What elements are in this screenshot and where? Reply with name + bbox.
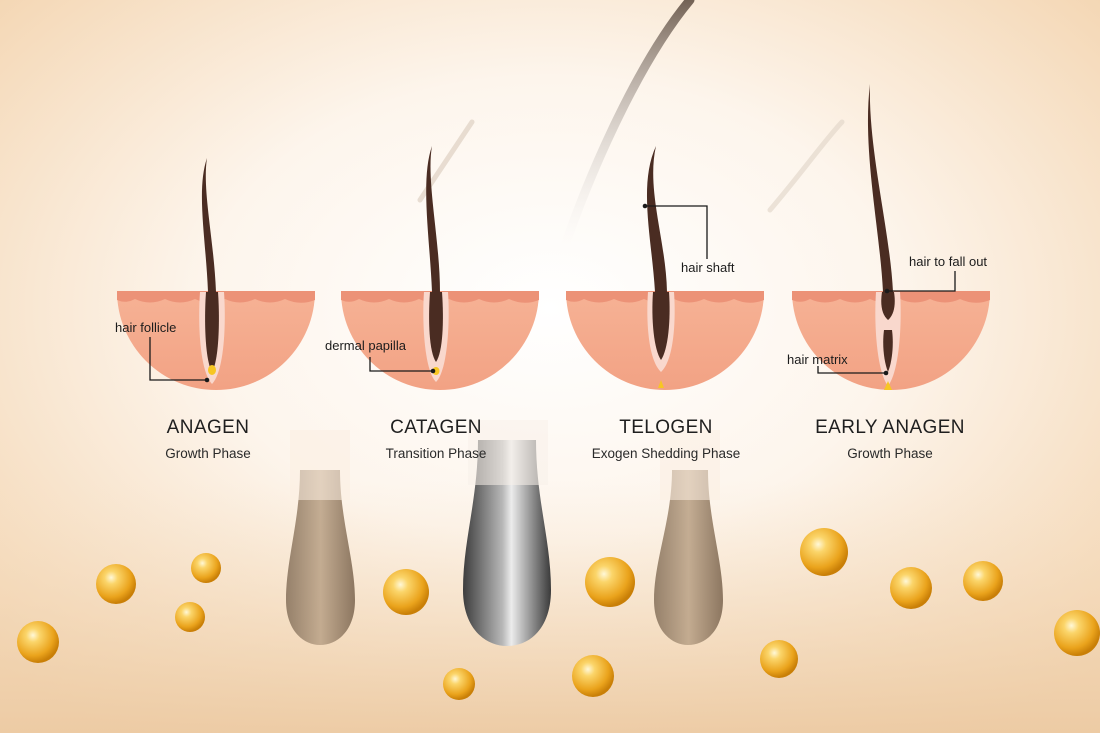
phase-title-early-anagen: EARLY ANAGEN — [815, 417, 965, 438]
follicle-anagen — [117, 158, 315, 390]
bulb-left — [286, 430, 355, 645]
bg-hair-strand — [417, 119, 475, 203]
bulb-center — [463, 420, 551, 646]
phase-title-telogen: TELOGEN — [619, 417, 713, 438]
callout-leaders — [149, 203, 956, 383]
follicle-catagen — [341, 146, 539, 390]
phase-subtitle-anagen: Growth Phase — [165, 446, 251, 461]
floor-shading — [0, 480, 1100, 733]
label-hair-shaft: hair shaft — [681, 260, 735, 275]
phase-subtitle-telogen: Exogen Shedding Phase — [591, 446, 741, 461]
leader-hair-to-fall-out — [887, 271, 956, 292]
leader-dermal-papilla — [369, 357, 433, 372]
leader-hair-matrix — [817, 366, 886, 374]
follicle-telogen — [566, 146, 764, 390]
bulb-right — [654, 430, 723, 645]
label-hair-matrix: hair matrix — [787, 352, 848, 367]
follicle-early-anagen — [792, 84, 990, 390]
leader-hair-shaft — [645, 205, 708, 259]
bg-hair-strand — [767, 119, 845, 213]
golden-spheres — [17, 528, 1100, 700]
leader-hair-follicle — [149, 337, 207, 381]
label-hair-follicle: hair follicle — [115, 320, 177, 335]
bg-hair-strand — [555, 0, 695, 265]
phase-subtitle-catagen: Transition Phase — [385, 446, 487, 461]
phase-title-catagen: CATAGEN — [390, 417, 482, 438]
phase-subtitle-early-anagen: Growth Phase — [847, 446, 933, 461]
label-dermal-papilla: dermal papilla — [325, 338, 406, 353]
phase-title-anagen: ANAGEN — [166, 417, 250, 438]
label-hair-to-fall-out: hair to fall out — [909, 254, 988, 269]
